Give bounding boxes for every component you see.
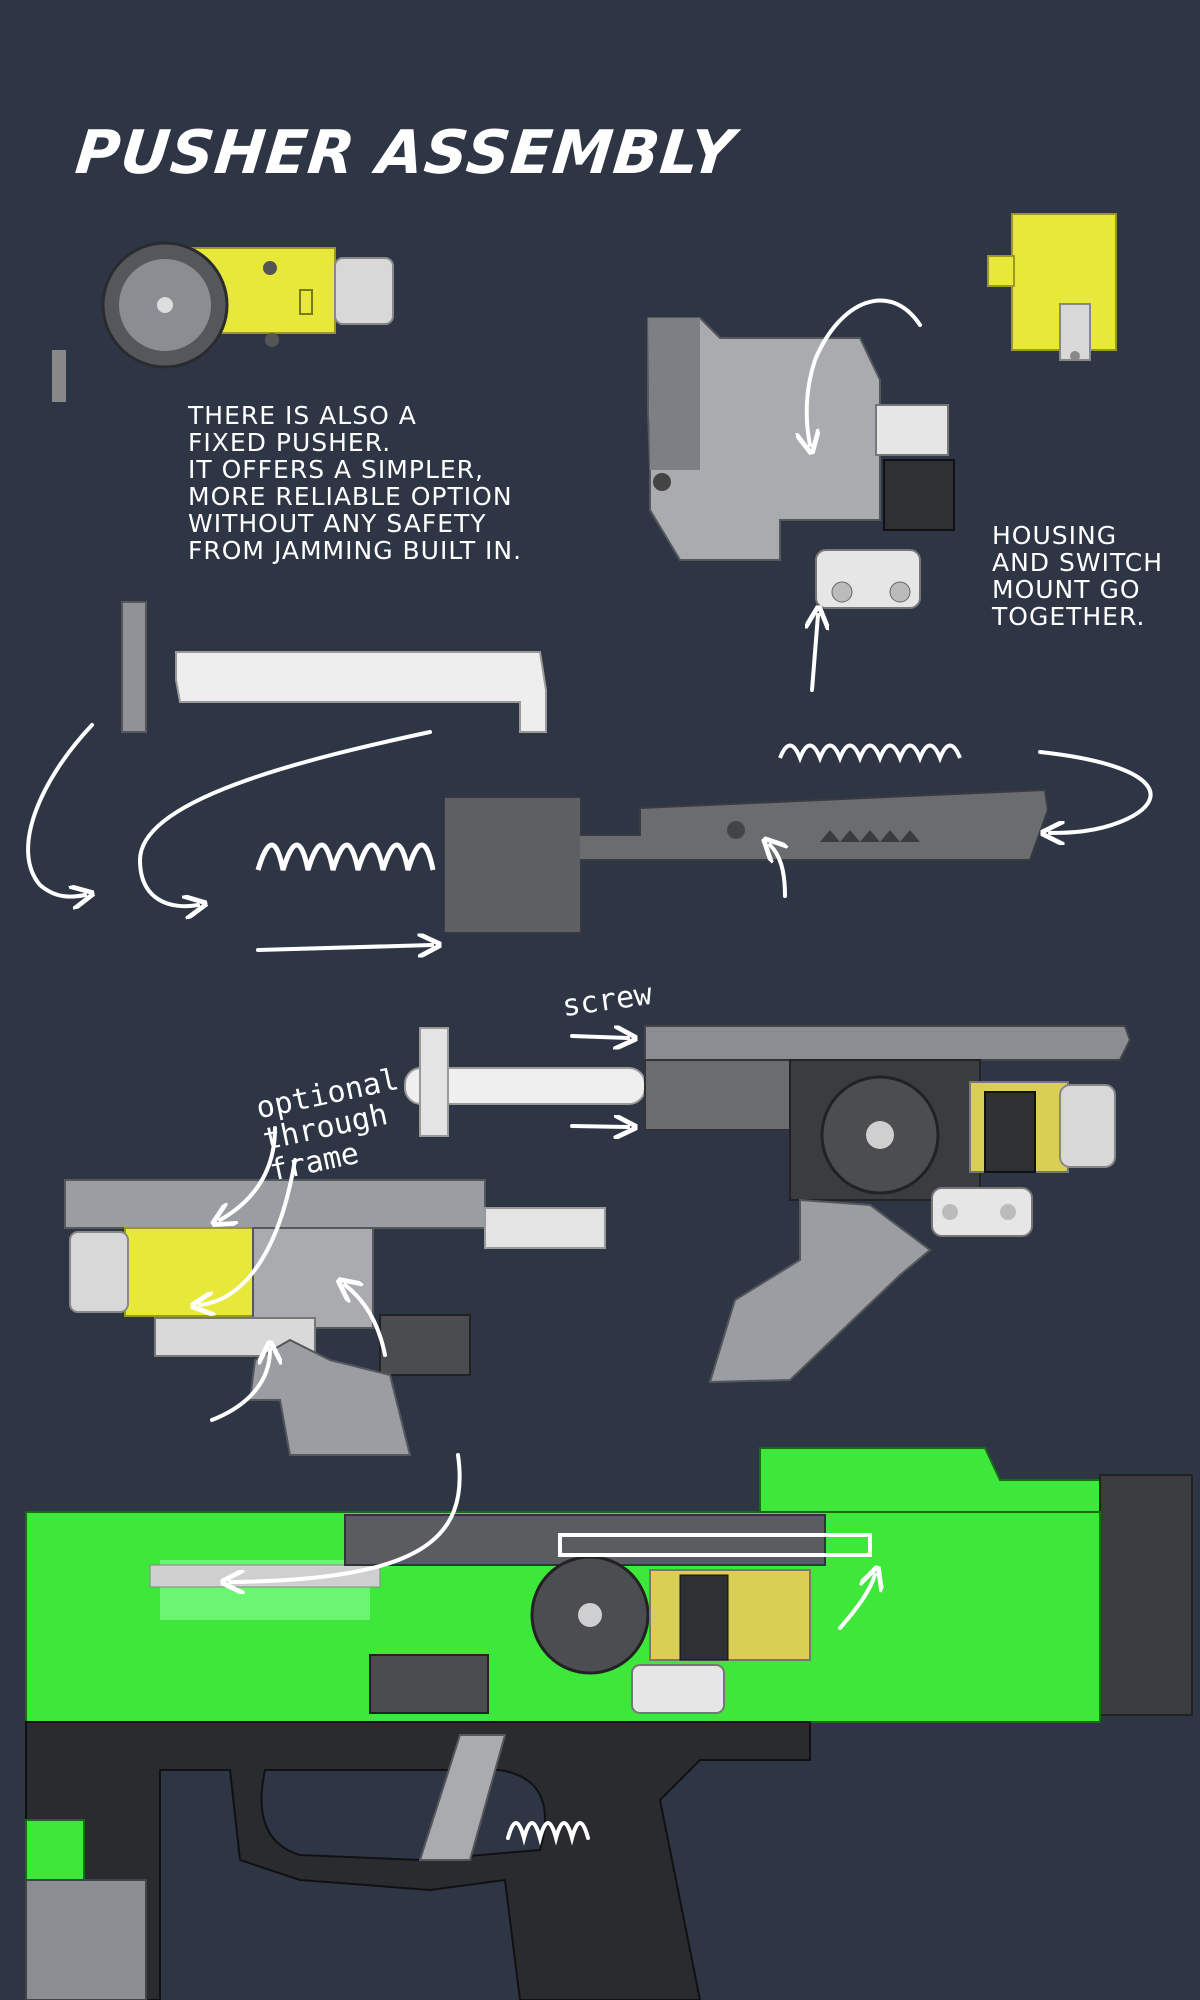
pusher-rod-part xyxy=(175,651,547,733)
fixed-pusher-note: THERE IS ALSO A FIXED PUSHER. IT OFFERS … xyxy=(188,402,522,564)
housing-note-line: TOGETHER. xyxy=(992,602,1146,631)
pusher-slide-part xyxy=(444,788,1050,933)
housing-switch-mount-part xyxy=(647,317,955,609)
fixed-pusher-note-line: WITHOUT ANY SAFETY xyxy=(188,509,487,538)
housing-note-line: HOUSING xyxy=(992,521,1118,550)
annotation-arrows xyxy=(26,298,1153,1846)
spring-top-sketch xyxy=(778,743,962,764)
housing-note-line: MOUNT GO xyxy=(992,575,1141,604)
fixed-pusher-note-line: IT OFFERS A SIMPLER, xyxy=(188,455,484,484)
pusher-end-plate xyxy=(419,1027,449,1137)
pusher-stop-part xyxy=(121,601,147,733)
fixed-pusher-note-line: MORE RELIABLE OPTION xyxy=(188,482,513,511)
housing-note: HOUSING AND SWITCH MOUNT GO TOGETHER. xyxy=(992,522,1163,630)
pusher-full-assembly-part xyxy=(644,1025,1132,1384)
fixed-pusher-note-line: FROM JAMMING BUILT IN. xyxy=(188,536,523,565)
small-bracket-part xyxy=(52,350,66,402)
spring-sketch xyxy=(255,842,436,871)
motor-side-view-part xyxy=(987,213,1117,361)
fixed-pusher-note-line: FIXED PUSHER. xyxy=(188,428,392,457)
blaster-frame-assembly xyxy=(25,1447,1193,2000)
housing-note-line: AND SWITCH xyxy=(992,548,1164,577)
geared-motor-part xyxy=(101,241,394,369)
left-assembly-part xyxy=(64,1179,606,1456)
fixed-pusher-note-line: THERE IS ALSO A xyxy=(188,401,417,430)
